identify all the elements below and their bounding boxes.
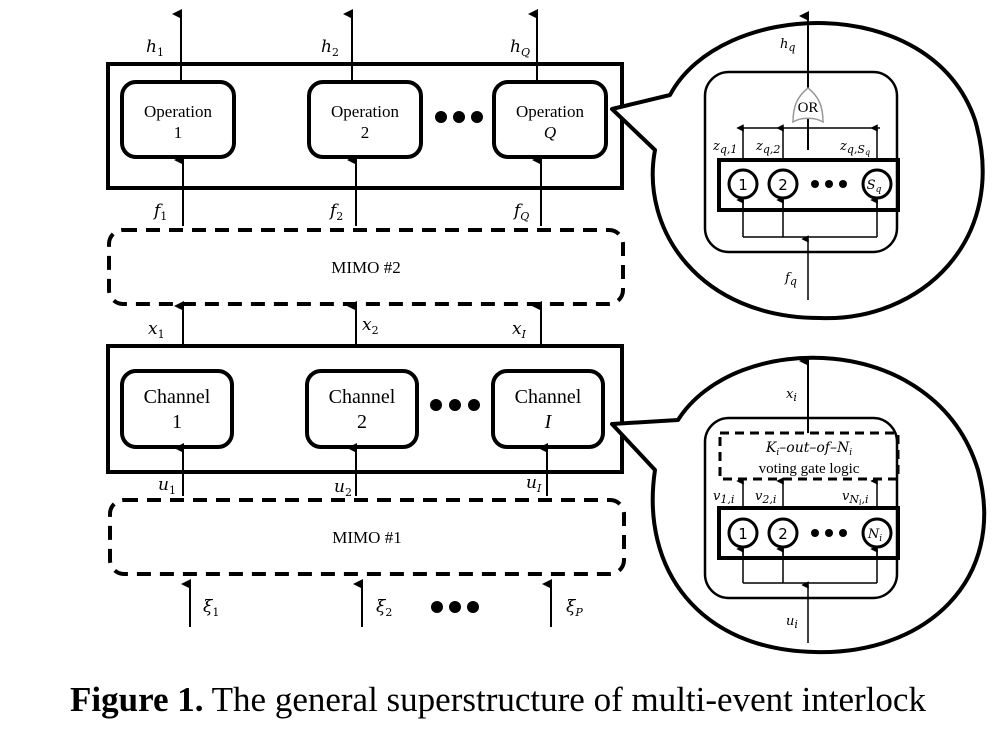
channel-box-2-title: Channel <box>329 386 396 408</box>
label-hq: hQ <box>510 37 530 59</box>
label-f1: f1 <box>152 201 167 223</box>
label-v2: v2,i <box>755 489 776 506</box>
or-gate-icon <box>792 87 824 124</box>
ellipsis-dots-icon <box>431 601 479 613</box>
or-gate-label: OR <box>798 100 819 116</box>
channel-unit-group <box>717 506 900 560</box>
figure-caption: Figure 1. The general superstructure of … <box>0 680 996 720</box>
label-f2: f2 <box>328 201 343 223</box>
unit-1-label: 1 <box>738 525 748 543</box>
channel-box-1-title: Channel <box>144 386 211 408</box>
mimo2-label: MIMO #2 <box>331 258 400 277</box>
channel-layer-frame <box>106 344 624 474</box>
label-z2: zq,2 <box>755 139 780 156</box>
label-xip: ξP <box>566 597 583 619</box>
unit-sq-label: Sq <box>867 178 882 195</box>
label-vn: vNi,i <box>842 489 869 507</box>
detail-label-ui: ui <box>786 614 798 631</box>
voting-gate-box <box>718 431 900 481</box>
operation-box-1-index: 1 <box>174 123 183 142</box>
voting-gate-label: voting gate logic <box>759 461 860 477</box>
label-ui: uI <box>526 473 542 495</box>
detail-label-fq: fq <box>784 271 797 288</box>
operation-box-q-index: Q <box>544 123 556 142</box>
detail-label-xi: xi <box>786 387 797 404</box>
unit-2-label: 2 <box>778 525 788 543</box>
label-xi: xI <box>512 319 527 341</box>
operation-unit-group <box>717 158 900 212</box>
label-z1: zq,1 <box>712 139 737 156</box>
operation-box-2-index: 2 <box>361 123 370 142</box>
figure-caption-text: The general superstructure of multi-even… <box>203 680 926 719</box>
unit-ni-label: Ni <box>867 527 882 544</box>
label-x1: x1 <box>148 319 165 341</box>
channel-box-1-index: 1 <box>172 411 182 433</box>
channel-box-i-title: Channel <box>515 386 582 408</box>
unit-1-label: 1 <box>738 176 748 194</box>
voting-gate-expression: Ki–out–of–Ni <box>765 440 852 458</box>
ellipsis-dots-icon <box>435 111 483 123</box>
operation-box-1-title: Operation <box>144 102 212 121</box>
operation-box-2-title: Operation <box>331 102 399 121</box>
channel-box-2-index: 2 <box>357 411 367 433</box>
mimo1-label: MIMO #1 <box>332 528 401 547</box>
operation-layer-frame <box>106 62 624 190</box>
ellipsis-dots-icon <box>811 180 847 188</box>
operation-box-1: Operation 1 <box>120 80 236 159</box>
mimo2-box <box>107 228 625 306</box>
unit-2-label: 2 <box>778 176 788 194</box>
label-u2: u2 <box>334 477 352 499</box>
label-h1: h1 <box>146 37 164 59</box>
label-v1: v1,i <box>713 489 734 506</box>
label-h2: h2 <box>321 37 339 59</box>
operation-box-2: Operation 2 <box>307 80 423 159</box>
label-fq: fQ <box>512 201 529 223</box>
label-u1: u1 <box>158 475 176 497</box>
ellipsis-dots-icon <box>430 399 480 411</box>
label-xi2: ξ2 <box>376 597 392 619</box>
label-xi1: ξ1 <box>203 597 219 619</box>
figure-number: Figure 1. <box>70 680 204 719</box>
label-x2: x2 <box>362 315 379 337</box>
channel-box-i: Channel I <box>491 369 605 449</box>
channel-box-1: Channel 1 <box>120 369 234 449</box>
ellipsis-dots-icon <box>811 529 847 537</box>
operation-box-q-title: Operation <box>516 102 584 121</box>
detail-label-hq: hq <box>780 37 795 54</box>
channel-box-2: Channel 2 <box>305 369 419 449</box>
mimo1-box <box>108 498 626 576</box>
channel-callout-bubble <box>610 355 987 655</box>
label-zs: zq,Sq <box>839 139 870 157</box>
channel-box-i-index: I <box>544 411 553 433</box>
operation-box-q: Operation Q <box>492 80 608 159</box>
operation-callout-bubble <box>610 21 985 321</box>
